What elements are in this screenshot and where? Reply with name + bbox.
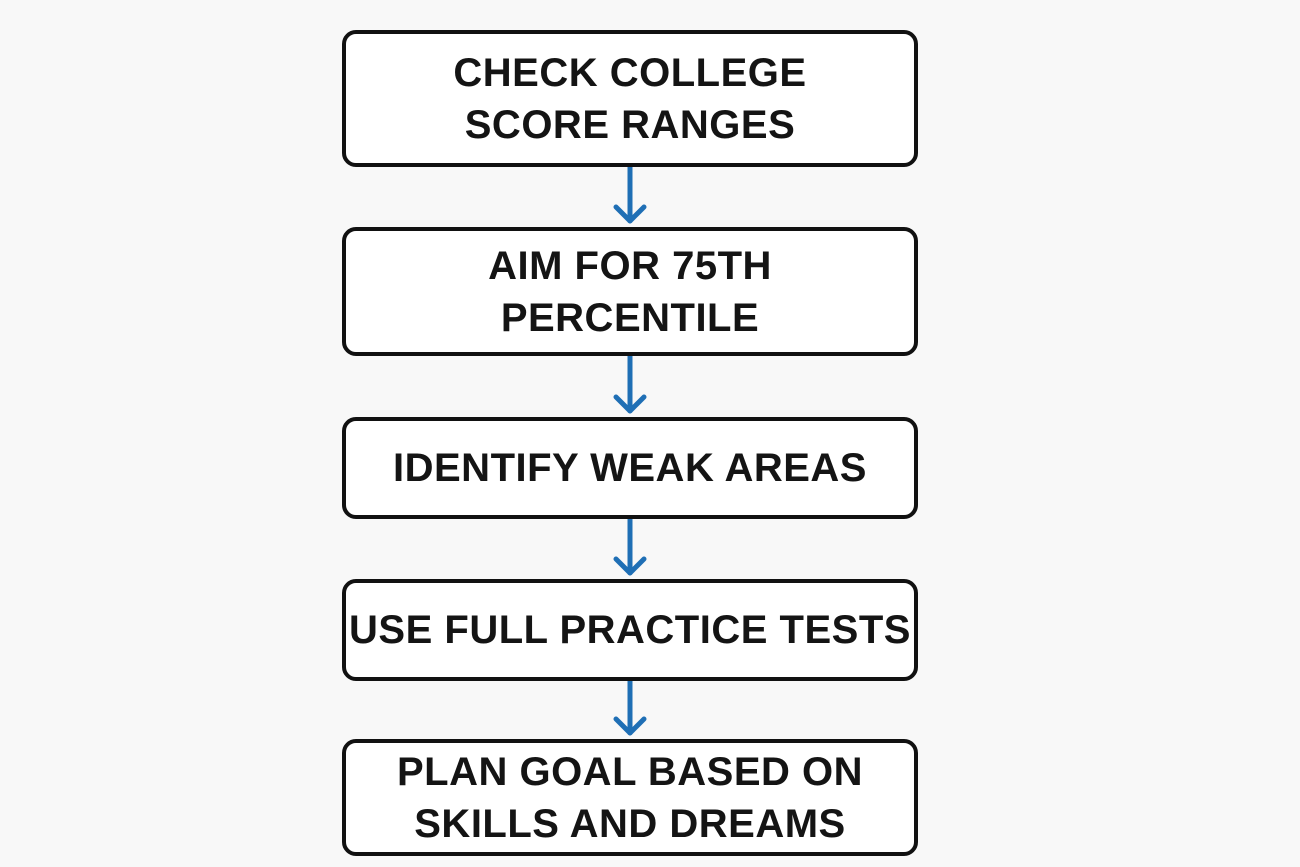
down-arrow-icon — [613, 519, 647, 576]
step-aim-for-75th-percentile: AIM FOR 75TH PERCENTILE — [342, 227, 918, 356]
step-check-college-score-ranges: CHECK COLLEGE SCORE RANGES — [342, 30, 918, 167]
step-label: IDENTIFY WEAK AREAS — [393, 446, 867, 490]
step-label: USE FULL PRACTICE TESTS — [349, 608, 911, 652]
step-identify-weak-areas: IDENTIFY WEAK AREAS — [342, 417, 918, 519]
down-arrow-icon — [613, 167, 647, 224]
step-label: PLAN GOAL BASED ON SKILLS AND DREAMS — [396, 749, 864, 846]
step-label: AIM FOR 75TH PERCENTILE — [488, 243, 772, 340]
down-arrow-icon — [613, 356, 647, 414]
down-arrow-icon — [613, 681, 647, 736]
step-plan-goal-based-on-skills-and-dreams: PLAN GOAL BASED ON SKILLS AND DREAMS — [342, 739, 918, 856]
step-use-full-practice-tests: USE FULL PRACTICE TESTS — [342, 579, 918, 681]
step-label: CHECK COLLEGE SCORE RANGES — [453, 50, 807, 147]
